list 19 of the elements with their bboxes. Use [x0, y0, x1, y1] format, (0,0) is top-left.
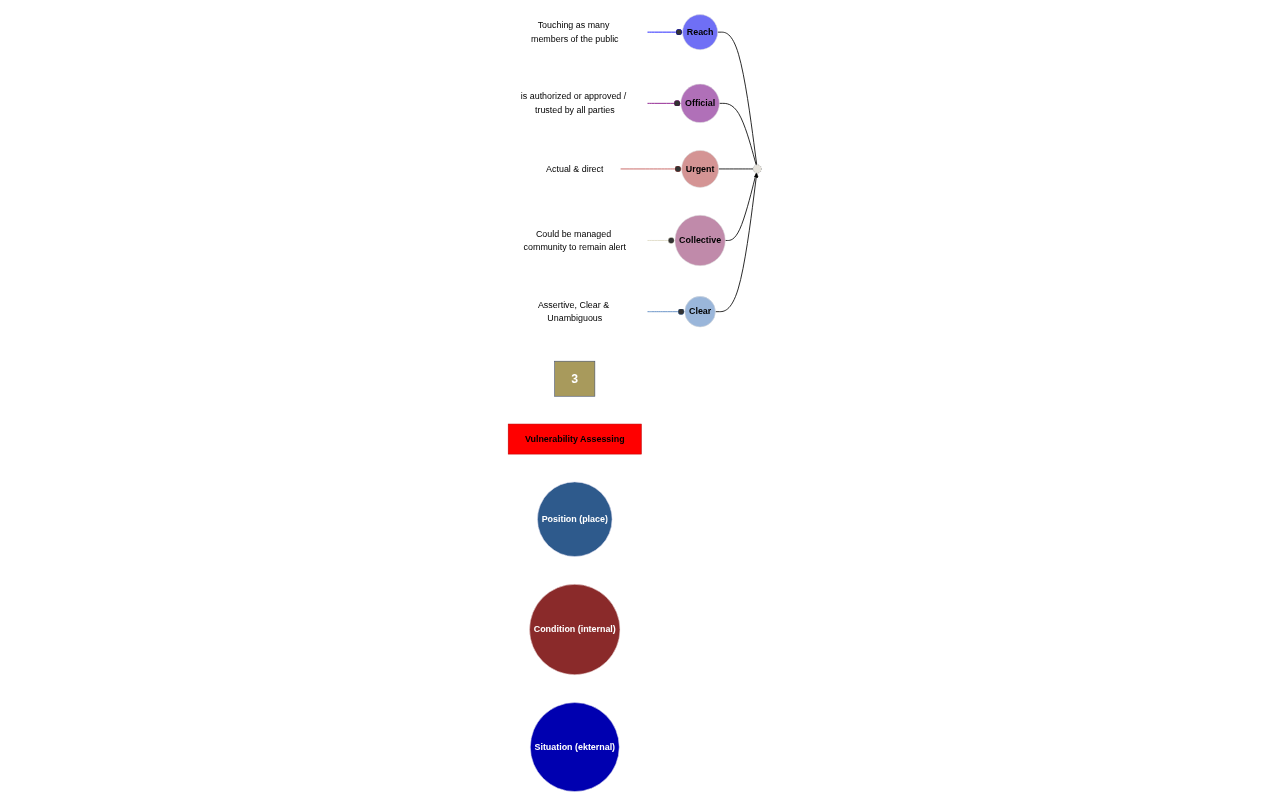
node-text: Actual & direct — [545, 163, 603, 174]
node-box: Vulnerability Assessing — [507, 423, 642, 455]
node-circle: Situation (ekternal) — [529, 702, 620, 792]
node-box: 3 — [553, 360, 595, 397]
connector — [716, 31, 757, 166]
node-text: is authorized or approved / trusted by all parties — [520, 91, 626, 115]
node-text: Assertive, Clear & Unambiguous — [537, 300, 609, 323]
node-circle: Condition (internal) — [528, 584, 620, 676]
connector — [724, 172, 757, 241]
node-circle — [752, 164, 762, 174]
node-circle: Official — [680, 83, 720, 123]
node-circle: Reach — [681, 14, 718, 50]
connector — [718, 102, 757, 166]
node-circle: Urgent — [680, 150, 719, 188]
node-circle: Position (place) — [536, 481, 612, 557]
node-text: Touching as many members of the public — [530, 20, 619, 44]
node-circle: Collective — [674, 215, 726, 266]
node-circle: Clear — [684, 296, 716, 328]
node-text: Could be managed community to remain alert — [523, 228, 626, 252]
